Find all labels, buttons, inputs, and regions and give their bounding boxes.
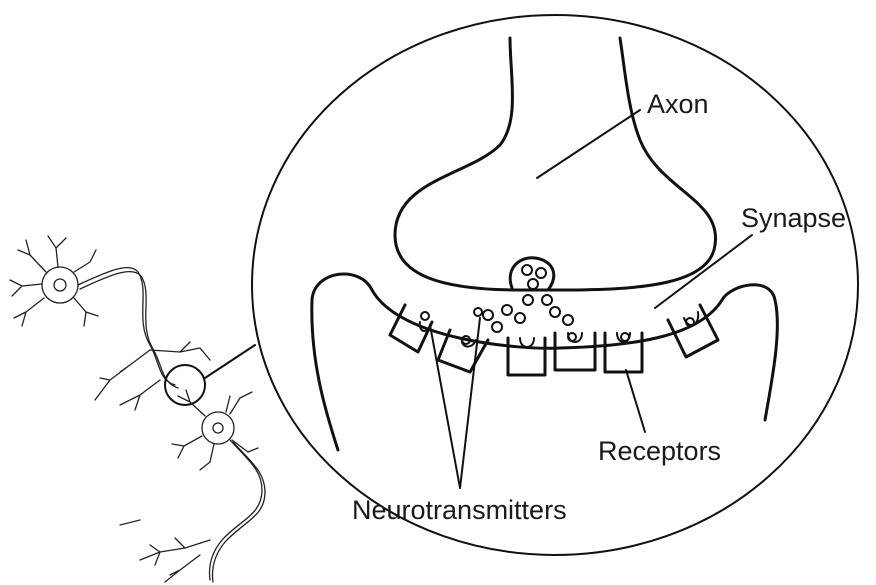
neurotransmitter <box>522 265 532 275</box>
neurotransmitter <box>523 295 533 305</box>
neurotransmitters-group <box>421 265 694 344</box>
synapse-leader <box>655 235 752 308</box>
neurotransmitter <box>550 307 560 317</box>
neurotransmitter <box>492 322 502 332</box>
neurotransmitter <box>421 312 429 320</box>
neurotransmitter <box>542 295 552 305</box>
vesicle-release <box>510 258 554 290</box>
upper-neuron-soma <box>10 236 98 326</box>
receptor <box>508 338 545 375</box>
receptors-group <box>390 305 718 375</box>
axon-terminal <box>395 38 716 290</box>
neurotransmitter <box>528 279 538 289</box>
receptors-leader <box>626 370 645 432</box>
neurotransmitter <box>483 310 493 320</box>
axon-leader <box>537 110 640 178</box>
neurotransmitter <box>536 268 546 278</box>
zoom-connector <box>205 345 255 378</box>
neurotransmitters-leader-1 <box>430 325 460 488</box>
neurotransmitter <box>515 313 525 323</box>
neurotransmitter <box>563 315 573 325</box>
neurotransmitter <box>502 305 512 315</box>
neurotransmitters-label: Neurotransmitters <box>352 495 567 525</box>
neuron-illustration <box>10 236 265 582</box>
zoom-ellipse <box>252 15 858 555</box>
lower-neuron-soma <box>172 390 258 470</box>
axon-label: Axon <box>647 89 709 119</box>
receptors-label: Receptors <box>598 436 721 466</box>
receptor <box>605 333 642 372</box>
synapse-label: Synapse <box>741 203 846 233</box>
neurotransmitter <box>474 308 482 316</box>
neurotransmitter <box>621 333 629 341</box>
